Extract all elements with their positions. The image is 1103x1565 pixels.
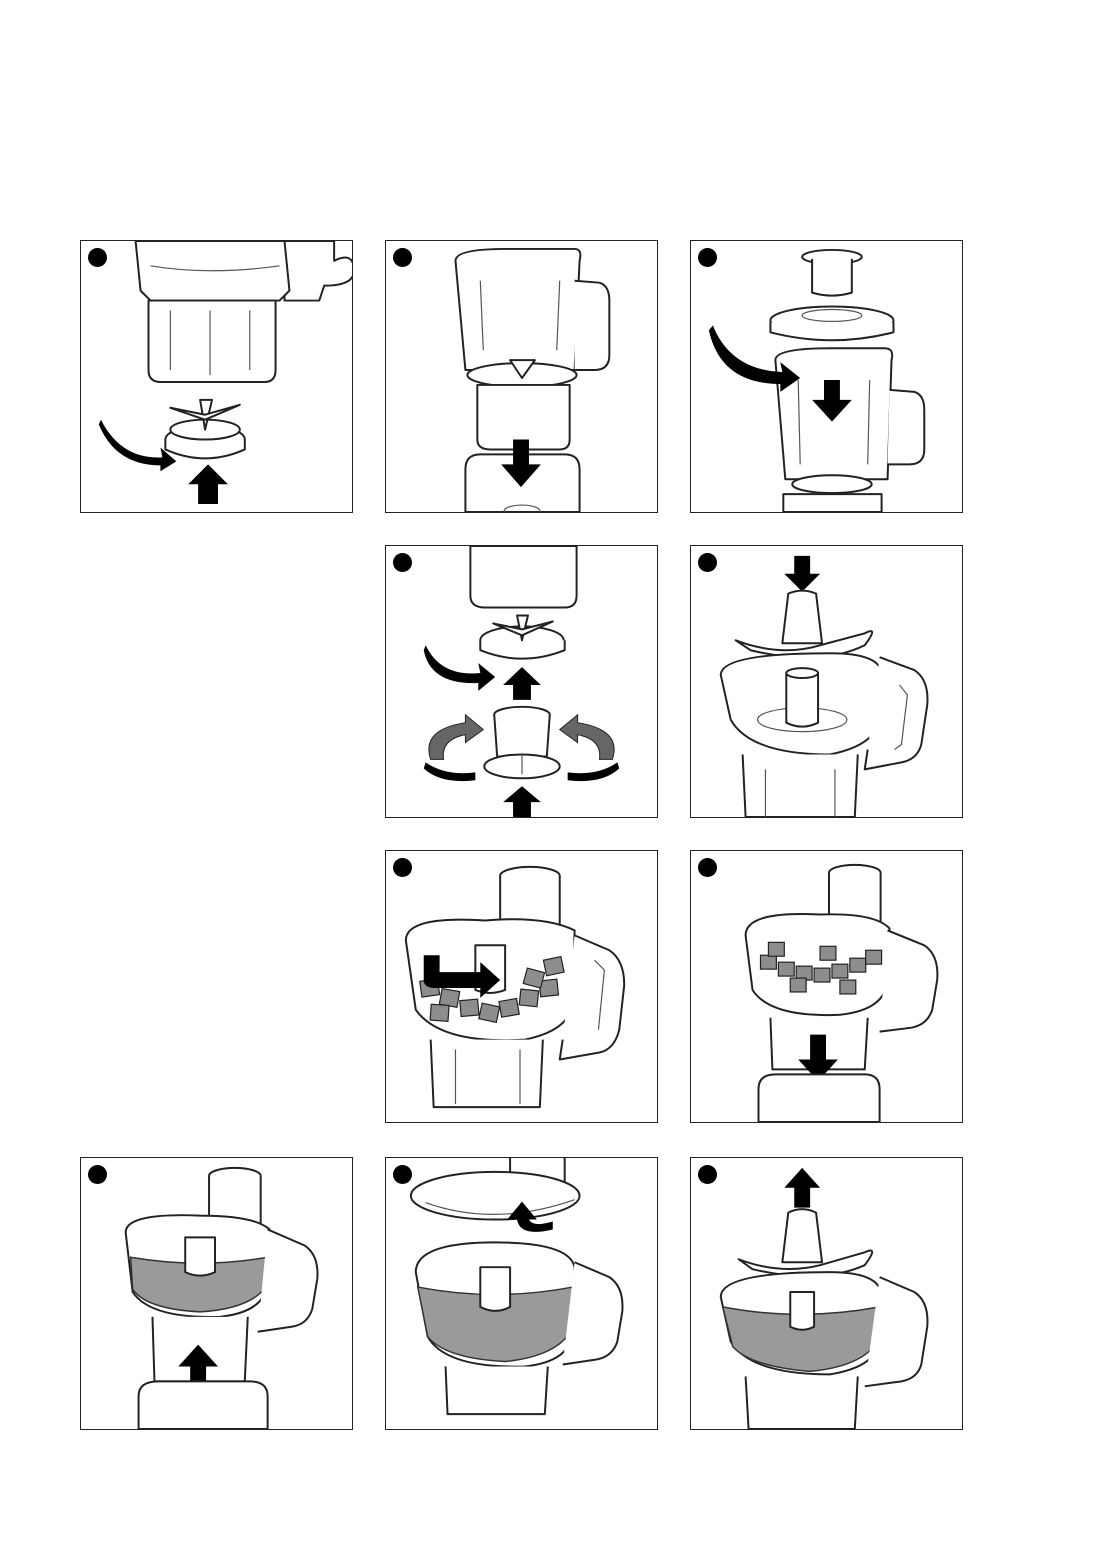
step-panel-1 xyxy=(80,240,353,513)
step-badge xyxy=(698,248,717,267)
step-panel-9 xyxy=(385,1157,658,1430)
bowl-on-base-icon xyxy=(691,851,962,1122)
step-panel-6 xyxy=(385,850,658,1123)
processor-assembled-icon xyxy=(81,1158,352,1429)
step-badge xyxy=(393,248,412,267)
blender-blade-assembly-icon xyxy=(81,241,352,512)
step-panel-5 xyxy=(690,545,963,818)
step-badge xyxy=(698,553,717,572)
step-panel-10 xyxy=(690,1157,963,1430)
step-badge xyxy=(88,1165,107,1184)
step-badge xyxy=(698,858,717,877)
step-badge xyxy=(393,553,412,572)
bowl-blade-insert-icon xyxy=(691,546,962,817)
jar-on-base-icon xyxy=(386,241,657,512)
step-panel-7 xyxy=(690,850,963,1123)
bowl-lid-lock-icon xyxy=(386,851,657,1122)
jar-lid-attach-icon xyxy=(691,241,962,512)
chopper-adapter-icon xyxy=(386,546,657,817)
step-panel-3 xyxy=(690,240,963,513)
step-badge xyxy=(698,1165,717,1184)
step-panel-8 xyxy=(80,1157,353,1430)
step-badge xyxy=(393,1165,412,1184)
step-panel-2 xyxy=(385,240,658,513)
step-badge xyxy=(393,858,412,877)
bowl-lid-remove-icon xyxy=(386,1158,657,1429)
step-panel-4 xyxy=(385,545,658,818)
step-badge xyxy=(88,248,107,267)
blade-remove-icon xyxy=(691,1158,962,1429)
